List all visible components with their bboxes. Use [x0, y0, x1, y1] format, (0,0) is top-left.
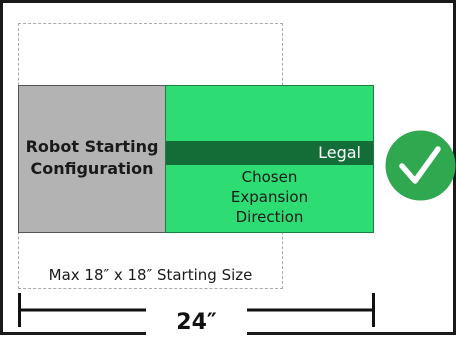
robot-label-line-1: Robot Starting	[25, 137, 159, 156]
legal-bar: Legal	[166, 141, 373, 165]
legal-label: Legal	[318, 143, 361, 162]
robot-starting-configuration-label: Robot Starting Configuration	[18, 136, 166, 180]
chosen-expansion-direction-label: Chosen Expansion Direction	[166, 167, 373, 227]
dimension-label: 24″	[146, 308, 247, 338]
expansion-label-line-3: Direction	[235, 208, 304, 226]
robot-starting-configuration-box	[18, 85, 166, 233]
robot-label-line-2: Configuration	[30, 159, 154, 178]
expansion-label-line-2: Expansion	[230, 188, 309, 206]
max-starting-size-label: Max 18″ x 18″ Starting Size	[48, 266, 253, 284]
expansion-label-line-1: Chosen	[241, 168, 298, 186]
check-circle-icon	[385, 130, 456, 201]
